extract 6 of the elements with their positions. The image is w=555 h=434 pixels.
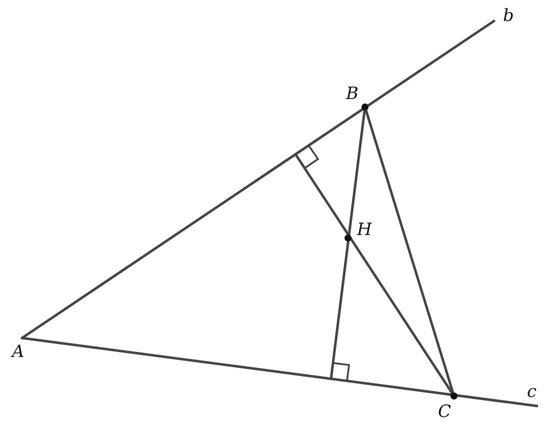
point-label: B — [346, 86, 358, 103]
point-label: b — [503, 8, 514, 25]
point-label: C — [438, 404, 452, 421]
point-label: H — [357, 222, 372, 239]
point-label: A — [12, 344, 24, 361]
point-label: c — [527, 384, 537, 401]
